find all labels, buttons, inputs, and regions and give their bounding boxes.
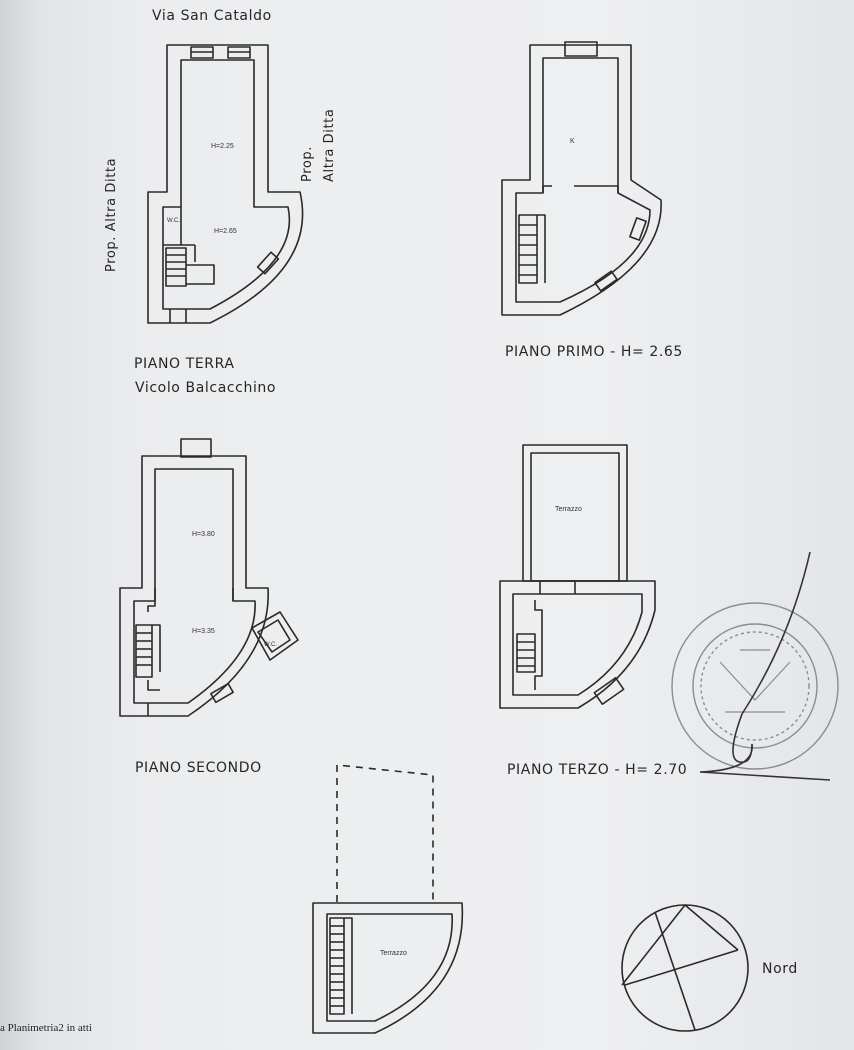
secondo-balcony <box>180 438 212 458</box>
secondo-height-1: H=3.80 <box>192 531 215 538</box>
secondo-wc-box <box>251 611 299 661</box>
primo-inner-wall <box>515 57 651 303</box>
plan-piano-terzo <box>499 444 656 709</box>
secondo-outer-wall <box>119 455 269 717</box>
roof-room-label: Terrazzo <box>380 950 407 957</box>
terra-stairs <box>165 247 187 287</box>
terra-outer-wall <box>147 44 304 324</box>
terzo-terrace-outer <box>522 444 628 582</box>
terzo-stairs <box>516 633 536 673</box>
street-label-bottom: Vicolo Balcacchino <box>135 380 277 396</box>
primo-window-top <box>564 41 598 57</box>
terzo-room-label: Terrazzo <box>555 506 582 513</box>
terra-inner-wall <box>162 59 291 310</box>
terzo-window <box>593 677 625 705</box>
street-label-right-1: Prop. <box>300 145 315 182</box>
primo-window-2 <box>594 270 618 292</box>
compass-star <box>621 904 739 1031</box>
primo-partition <box>542 185 619 193</box>
title-piano-terzo: PIANO TERZO - H= 2.70 <box>507 762 688 778</box>
plan-piano-secondo <box>119 438 299 717</box>
terra-wc-label: W.C. <box>167 218 180 224</box>
compass-label: Nord <box>762 961 798 977</box>
secondo-inner-wall <box>133 468 256 704</box>
secondo-stairs <box>135 624 153 678</box>
secondo-stair-wall <box>147 601 160 691</box>
secondo-height-2: H=3.35 <box>192 628 215 635</box>
roof-outer-wall <box>312 902 464 1034</box>
secondo-window <box>210 682 234 704</box>
secondo-wc-label: W.C. <box>264 642 277 648</box>
title-piano-secondo: PIANO SECONDO <box>135 760 262 776</box>
primo-window-1 <box>629 217 647 241</box>
plan-roof <box>312 764 464 1034</box>
plan-piano-primo <box>501 41 662 316</box>
street-label-left: Prop. Altra Ditta <box>104 157 119 272</box>
primo-room-label: K <box>570 138 575 145</box>
terra-height-2: H=2.65 <box>214 228 237 235</box>
compass-circle <box>621 904 749 1032</box>
terzo-terrace-inner <box>530 452 620 582</box>
plan-piano-terra <box>147 44 304 324</box>
terra-height-1: H=2.25 <box>211 143 234 150</box>
street-label-top: Via San Cataldo <box>152 8 272 24</box>
north-compass <box>621 904 749 1032</box>
footer-caption: a Planimetria2 in atti <box>0 1022 92 1034</box>
terzo-outer-wall <box>499 580 656 709</box>
notary-stamp <box>671 602 839 770</box>
title-piano-terra: PIANO TERRA <box>134 356 235 372</box>
terzo-stair-wall <box>534 600 543 690</box>
primo-stairs <box>518 214 538 284</box>
terra-window-3 <box>256 251 280 275</box>
primo-outer-wall <box>501 44 662 316</box>
title-piano-primo: PIANO PRIMO - H= 2.65 <box>505 344 683 360</box>
roof-inner-wall <box>326 913 453 1022</box>
terzo-inner-wall <box>512 593 643 696</box>
signature <box>699 551 831 781</box>
roof-dashed-outline <box>336 764 434 902</box>
street-label-right-2: Altra Ditta <box>322 108 337 182</box>
terra-partition <box>163 207 196 262</box>
